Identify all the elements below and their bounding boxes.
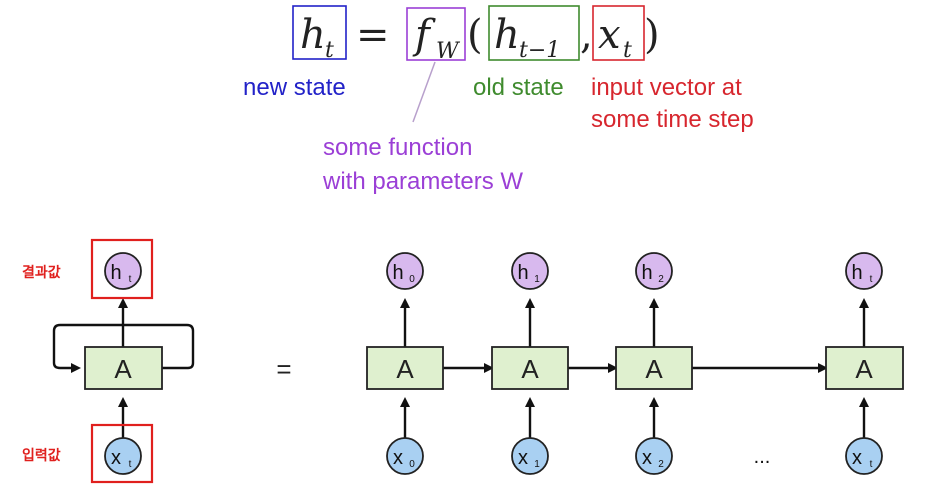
lhs-subscript: t bbox=[325, 38, 334, 63]
equation: h t = f W ( h t−1 , x t ) bbox=[292, 5, 660, 64]
step1-h-node bbox=[511, 252, 549, 290]
step2-h-node bbox=[635, 252, 673, 290]
step1-cell-A bbox=[491, 346, 569, 390]
step0-h-subscript: 0 bbox=[409, 274, 415, 285]
step2-cell-label: A bbox=[645, 354, 663, 384]
input-label-line1: input vector at bbox=[591, 74, 742, 101]
step2-x-subscript: 2 bbox=[658, 459, 664, 470]
step1-cell-label: A bbox=[521, 354, 539, 384]
rolled-x-node bbox=[104, 437, 142, 475]
step2-h-label: h bbox=[641, 262, 652, 284]
arg1-subscript: t−1 bbox=[519, 38, 560, 63]
input-highlight-box bbox=[90, 423, 154, 484]
arg2-subscript: t bbox=[623, 38, 632, 63]
new-state-label: new state bbox=[243, 74, 346, 101]
arg2-symbol: x bbox=[598, 12, 621, 58]
step0-x-node bbox=[386, 437, 424, 475]
rolled-cell-label: A bbox=[114, 354, 132, 384]
function-box bbox=[406, 7, 466, 61]
input-korean-label: 입력값 bbox=[22, 448, 61, 464]
old-state-box bbox=[488, 5, 580, 61]
output-korean-label: 결과값 bbox=[22, 264, 61, 281]
arg1-symbol: h bbox=[494, 12, 520, 58]
step0-h-label: h bbox=[392, 262, 403, 284]
step1-x-subscript: 1 bbox=[534, 459, 540, 470]
rolled-cell-A bbox=[84, 346, 163, 390]
step2-h-subscript: 2 bbox=[658, 274, 664, 285]
stept-h-subscript: t bbox=[870, 274, 873, 285]
input-box bbox=[592, 5, 645, 61]
step0-cell-label: A bbox=[396, 354, 414, 384]
close-paren: ) bbox=[644, 12, 660, 58]
step0-cell-A bbox=[366, 346, 444, 390]
input-label-line2: some time step bbox=[591, 106, 754, 133]
step0-x-subscript: 0 bbox=[409, 459, 415, 470]
open-paren: ( bbox=[467, 12, 483, 58]
function-label-line1: some function bbox=[323, 134, 472, 161]
stept-h-label: h bbox=[851, 262, 862, 284]
rolled-h-subscript: t bbox=[129, 274, 132, 285]
step0-x-label: x bbox=[393, 447, 403, 469]
stept-h-node bbox=[845, 252, 883, 290]
unrolled-step-1: A h 1 x 1 bbox=[491, 252, 569, 475]
step2-x-node bbox=[635, 437, 673, 475]
rolled-x-subscript: t bbox=[129, 459, 132, 470]
stept-x-label: x bbox=[852, 447, 862, 469]
unroll-equals-sign: = bbox=[276, 354, 291, 384]
function-label-line2: with parameters W bbox=[322, 168, 523, 195]
unrolled-step-t: A h t x t bbox=[825, 252, 904, 475]
unrolled-step-0: A h 0 x 0 bbox=[366, 252, 444, 475]
ellipsis: ... bbox=[754, 446, 771, 468]
function-pointer-line bbox=[412, 61, 436, 123]
rolled-h-node bbox=[104, 252, 142, 290]
unrolled-step-2: A h 2 x 2 bbox=[615, 252, 693, 475]
annotations: new state old state input vector at some… bbox=[243, 61, 754, 195]
step2-cell-A bbox=[615, 346, 693, 390]
rolled-rnn: A h t x t bbox=[52, 238, 195, 484]
old-state-label: old state bbox=[473, 74, 564, 101]
rolled-x-label: x bbox=[111, 447, 121, 469]
step1-x-label: x bbox=[518, 447, 528, 469]
stept-x-node bbox=[845, 437, 883, 475]
output-highlight-box bbox=[90, 238, 154, 300]
function-symbol: f bbox=[412, 12, 436, 58]
stept-cell-A bbox=[825, 346, 904, 390]
equals-symbol: = bbox=[356, 12, 390, 58]
unrolled-rnn: A h 0 x 0 A h 1 x 1 A h bbox=[366, 252, 904, 475]
function-subscript: W bbox=[436, 39, 461, 64]
step2-x-label: x bbox=[642, 447, 652, 469]
step1-h-subscript: 1 bbox=[534, 274, 540, 285]
step0-h-node bbox=[386, 252, 424, 290]
comma: , bbox=[580, 12, 593, 58]
lhs-symbol: h bbox=[300, 12, 326, 58]
stept-x-subscript: t bbox=[870, 459, 873, 470]
step1-x-node bbox=[511, 437, 549, 475]
stept-cell-label: A bbox=[855, 354, 873, 384]
rolled-h-label: h bbox=[110, 262, 121, 284]
lhs-box bbox=[292, 5, 347, 60]
step1-h-label: h bbox=[517, 262, 528, 284]
